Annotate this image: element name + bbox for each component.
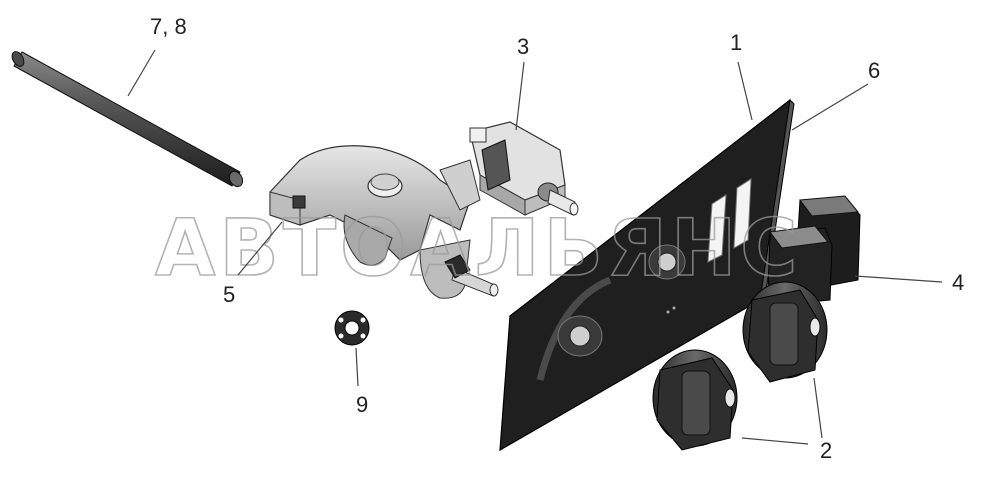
rod-part [11,51,244,188]
switch-part [469,121,579,216]
callout-9: 9 [356,392,368,417]
callout-7-8: 7, 8 [150,14,187,39]
callout-4: 4 [952,270,964,295]
leader-2a [813,377,823,439]
control-panel-part [499,98,795,452]
callout-1: 1 [730,30,742,55]
knob-part-lower [652,349,738,451]
leader-78 [127,49,156,97]
callout-6: 6 [868,58,880,83]
bracket-part [269,145,499,299]
leader-4 [854,275,943,283]
leader-9 [355,347,359,387]
leader-1 [737,61,753,121]
leader-5 [237,221,283,276]
watermark-text: АВТОАЛЬЯНС [155,204,802,294]
knob-part-upper [742,281,828,383]
leader-6 [791,83,869,131]
leader-lines [127,49,943,445]
callout-5: 5 [223,282,235,307]
callout-3: 3 [517,34,529,59]
leader-2b [741,437,809,445]
leader-3 [515,61,525,131]
callout-2: 2 [820,438,832,463]
washer-part [334,310,370,346]
